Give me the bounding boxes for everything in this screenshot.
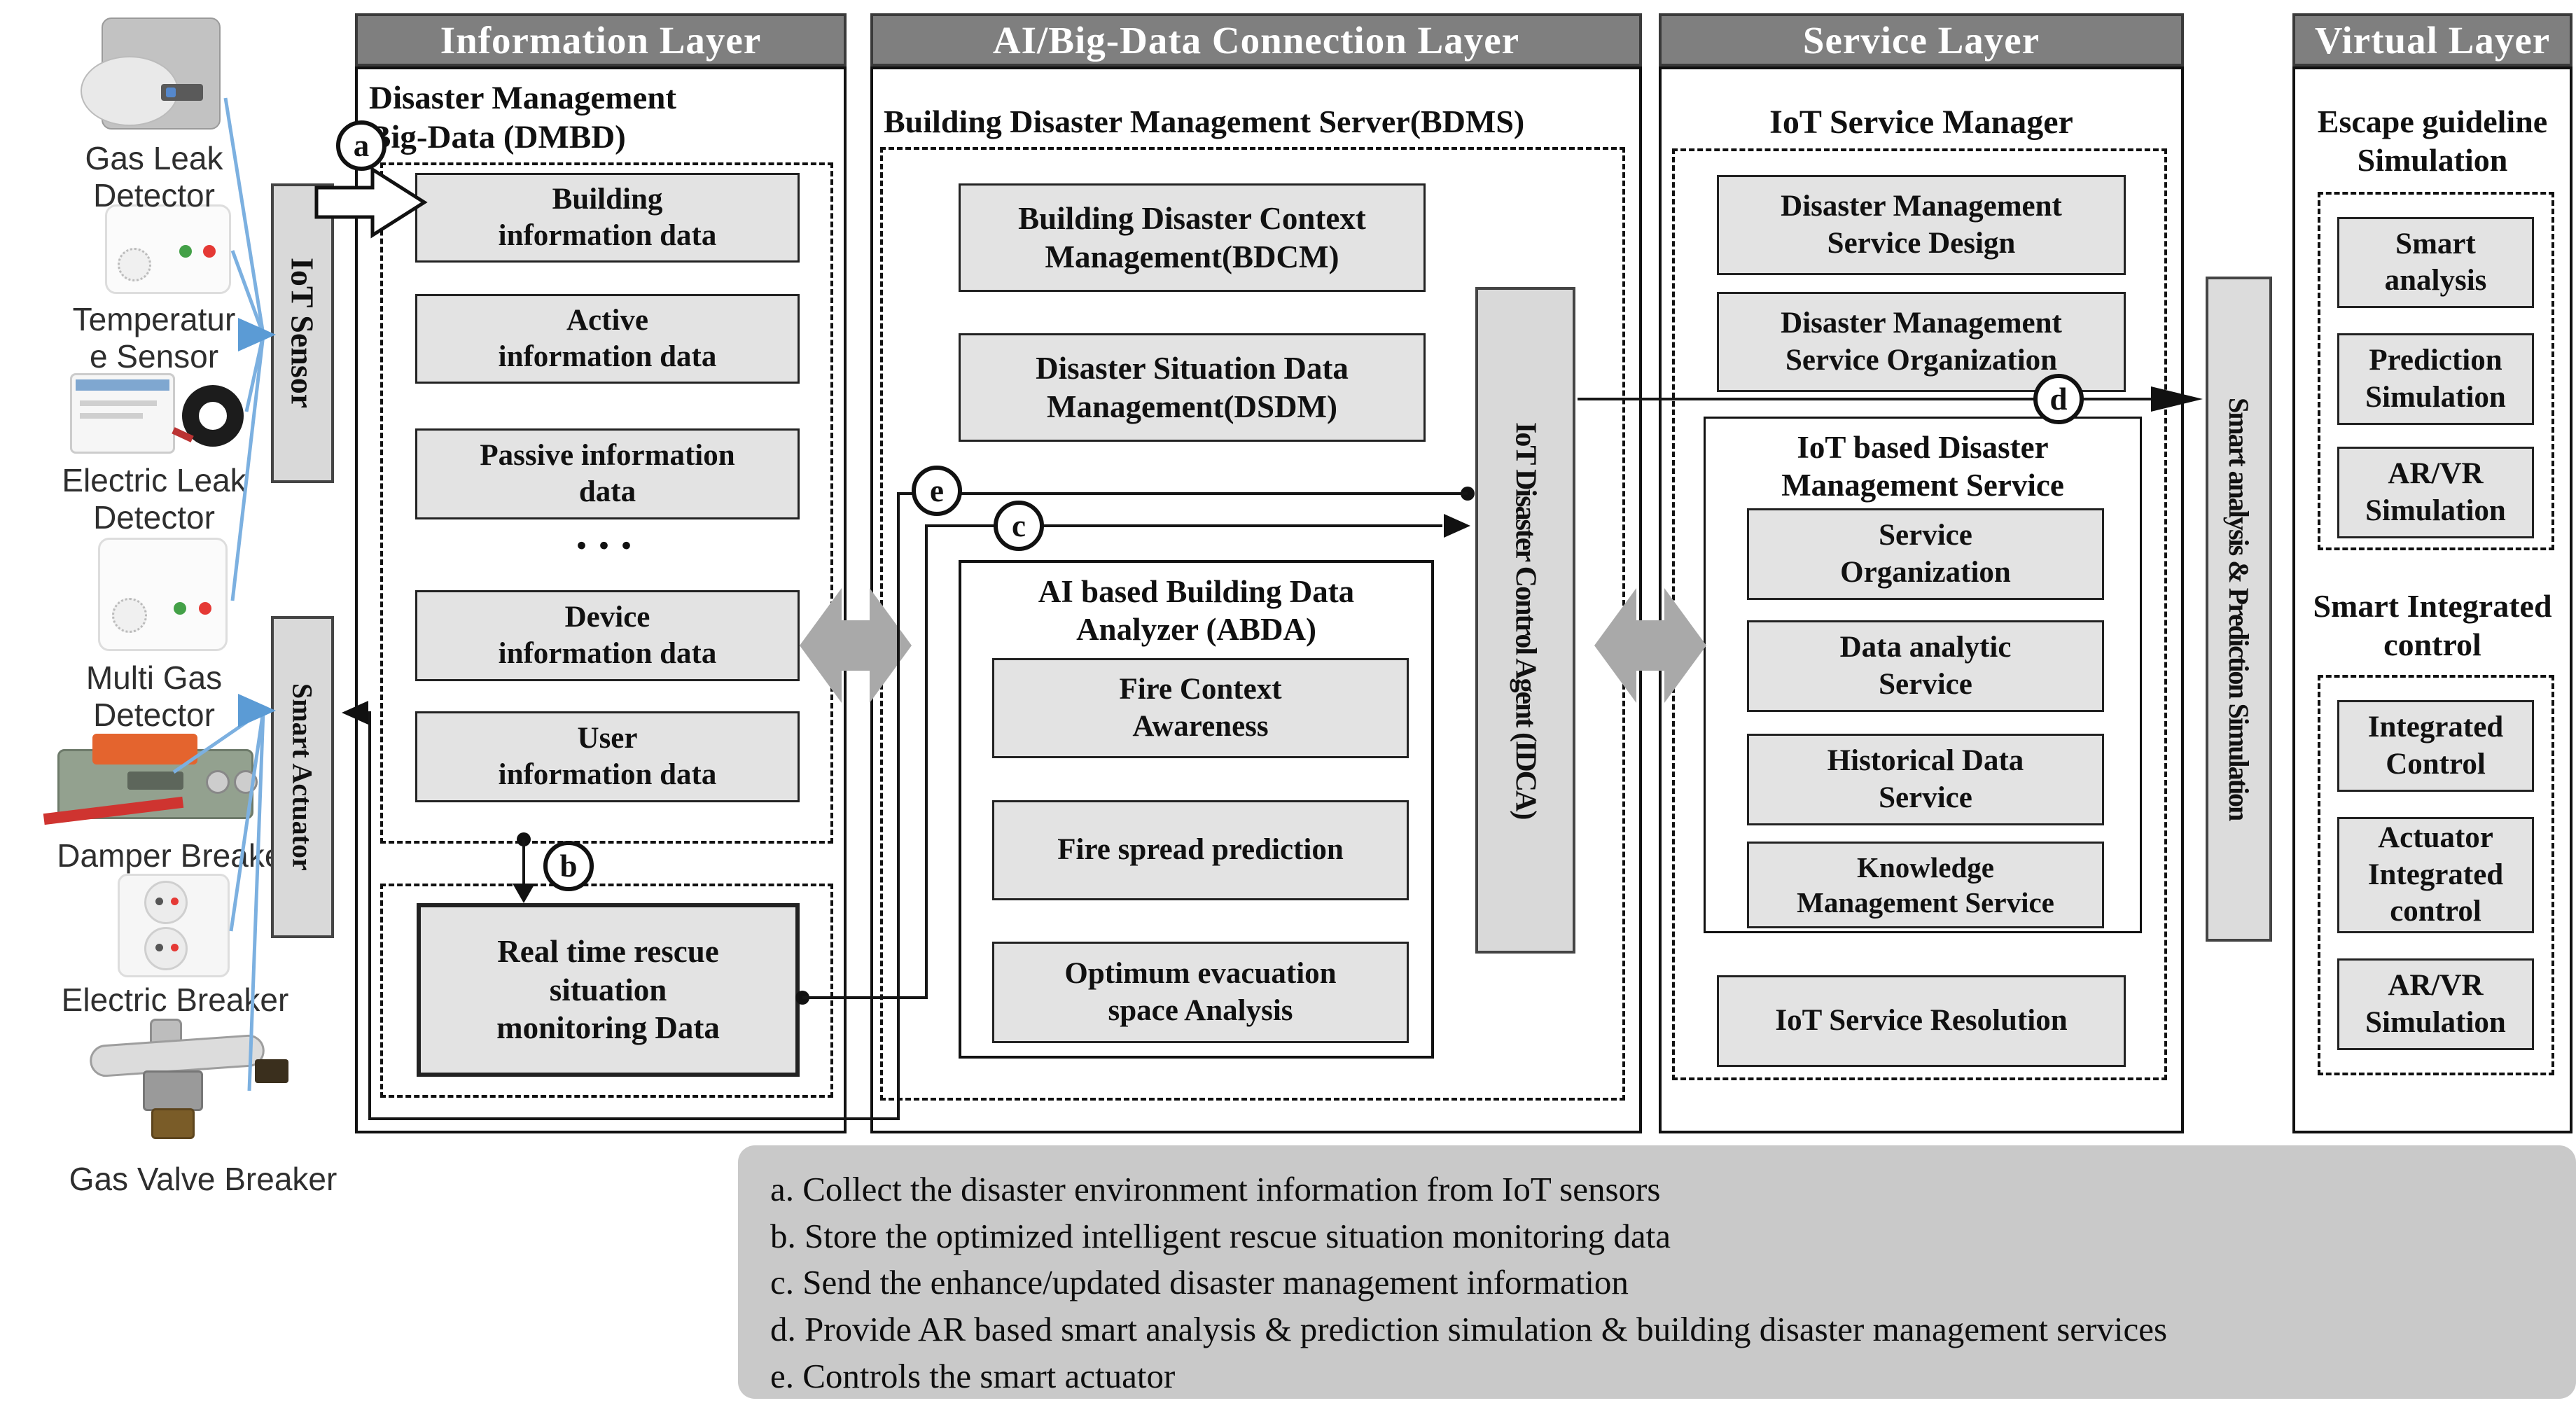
dm-service-design-box: Disaster Management Service Design [1717,175,2126,275]
historical-data-service-box: Historical Data Service [1747,734,2104,825]
connector-b-badge: b [543,841,594,891]
ai-bigdata-layer-header: AI/Big-Data Connection Layer [870,13,1642,67]
connector-e-badge: e [912,466,962,516]
smart-actuator-box: Smart Actuator [271,616,334,938]
damper-breaker-image [43,730,267,833]
legend-panel: a. Collect the disaster environment info… [738,1145,2576,1399]
escape-guideline-title: Escape guideline Simulation [2317,104,2548,179]
legend-line-e: e. Controls the smart actuator [770,1356,1176,1395]
data-analytic-service-box: Data analytic Service [1747,620,2104,712]
dmbd-ellipsis: ··· [573,520,641,571]
legend-line-c: c. Send the enhance/updated disaster man… [770,1263,1629,1302]
user-information-data-box: User information data [415,711,800,802]
device-label-gas-leak: Gas Leak Detector [85,140,223,214]
iot-dm-service-title: IoT based Disaster Management Service [1781,430,2064,503]
idca-box: IoT Disaster Control Agent (IDCA) [1475,287,1575,954]
connector-c-badge: c [994,501,1044,551]
device-information-data-box: Device information data [415,590,800,681]
bdcm-box: Building Disaster Context Management(BDC… [959,183,1426,292]
device-label-temperature: Temperatur e Sensor [72,301,236,375]
iot-sensor-box: IoT Sensor [271,183,334,483]
virtual-layer-header: Virtual Layer [2292,13,2572,67]
dm-service-organization-box: Disaster Management Service Organization [1717,292,2126,392]
iot-service-manager-title: IoT Service Manager [1769,104,2073,141]
legend-line-a: a. Collect the disaster environment info… [770,1170,1661,1208]
device-label-gas-valve-breaker: Gas Valve Breaker [69,1161,337,1197]
connector-d-badge: d [2033,374,2084,424]
service-organization-box: Service Organization [1747,508,2104,600]
actuator-integrated-control-box: Actuator Integrated control [2337,817,2534,933]
legend-line-b: b. Store the optimized intelligent rescu… [770,1216,1671,1255]
device-label-electric-leak: Electric Leak Detector [62,462,246,536]
service-layer-header: Service Layer [1659,13,2184,67]
realtime-monitoring-data-box: Real time rescue situation monitoring Da… [417,903,800,1077]
integrated-control-box: Integrated Control [2337,700,2534,792]
prediction-simulation-box: Prediction Simulation [2337,333,2534,425]
knowledge-management-service-box: Knowledge Management Service [1747,842,2104,928]
bdms-title: Building Disaster Management Server(BDMS… [884,104,1525,139]
passive-information-data-box: Passive information data [415,428,800,519]
information-layer-header: Information Layer [355,13,847,67]
arvr-simulation-box-top: AR/VR Simulation [2337,447,2534,538]
connector-a-badge: a [336,120,387,171]
smart-integrated-dashed-container [2318,675,2554,1075]
electric-leak-detector-image [70,370,252,457]
building-information-data-box: Building information data [415,173,800,263]
fire-context-awareness-box: Fire Context Awareness [992,658,1409,758]
gas-valve-breaker-image [83,1019,293,1153]
device-label-multi-gas: Multi Gas Detector [85,659,223,733]
arvr-simulation-box-bottom: AR/VR Simulation [2337,958,2534,1050]
dsdm-box: Disaster Situation Data Management(DSDM) [959,333,1426,442]
legend-line-d: d. Provide AR based smart analysis & pre… [770,1309,2168,1348]
dmbd-title: Disaster Management Big-Data (DMBD) [369,80,677,156]
device-label-electric-breaker: Electric Breaker [61,982,289,1018]
gas-leak-detector-image [81,18,228,137]
temperature-sensor-image [105,204,231,294]
multi-gas-detector-image [98,538,228,651]
escape-dashed-container [2318,192,2554,550]
electric-breaker-image [118,874,230,977]
smart-analysis-prediction-bar: Smart analysis & Prediction Simulation [2206,277,2272,942]
iot-service-resolution-box: IoT Service Resolution [1717,975,2126,1067]
abda-title: AI based Building Data Analyzer (ABDA) [1038,574,1355,647]
smart-analysis-box: Smart analysis [2337,217,2534,308]
active-information-data-box: Active information data [415,294,800,384]
smart-integrated-title: Smart Integrated control [2313,588,2552,663]
optimum-evacuation-box: Optimum evacuation space Analysis [992,942,1409,1043]
fire-spread-prediction-box: Fire spread prediction [992,800,1409,900]
